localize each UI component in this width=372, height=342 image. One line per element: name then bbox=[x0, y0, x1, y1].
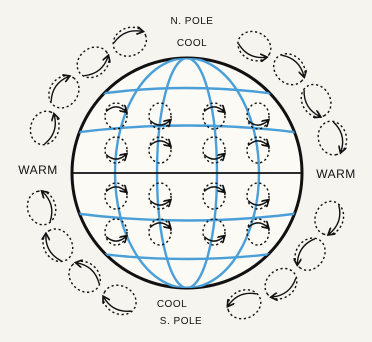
curved-arrow-icon bbox=[282, 52, 308, 76]
circulation-cell-icon bbox=[98, 280, 141, 320]
circulation-cell-icon bbox=[24, 188, 59, 228]
circulation-cell-icon bbox=[26, 107, 63, 148]
south-cool-label: COOL bbox=[157, 299, 187, 310]
north-cool-label: COOL bbox=[177, 38, 207, 49]
circulation-cell-icon bbox=[63, 255, 107, 299]
circulation-cell-icon bbox=[259, 262, 303, 305]
warm-left-label: WARM bbox=[18, 163, 58, 177]
curved-arrow-icon bbox=[43, 191, 55, 222]
circulation-cell-icon bbox=[109, 22, 151, 61]
circulation-cell-icon bbox=[233, 26, 276, 66]
circulation-cell-icon bbox=[223, 285, 265, 324]
curved-arrow-icon bbox=[333, 121, 345, 152]
north-pole-label: N. POLE bbox=[171, 16, 214, 27]
circulation-cell-icon bbox=[71, 41, 115, 84]
circulation-cell-icon bbox=[311, 197, 348, 238]
globe bbox=[72, 58, 302, 288]
circulation-cell-icon bbox=[295, 79, 336, 123]
south-pole-label: S. POLE bbox=[160, 316, 202, 327]
circulation-cell-icon bbox=[315, 118, 350, 158]
curved-arrow-icon bbox=[226, 289, 256, 305]
circulation-cell-icon bbox=[43, 70, 85, 114]
warm-right-label: WARM bbox=[316, 167, 356, 181]
circulation-cell-icon bbox=[289, 232, 331, 276]
circulation-cell-icon bbox=[267, 47, 311, 91]
circulation-cell-icon bbox=[37, 224, 78, 268]
